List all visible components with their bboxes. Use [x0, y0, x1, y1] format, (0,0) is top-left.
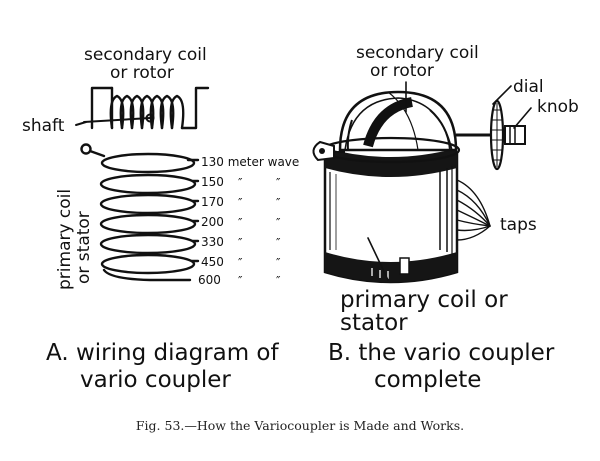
rotor-top-label: secondary coil — [356, 43, 479, 63]
figure-caption: Fig. 53.—How the Variocoupler is Made an… — [136, 418, 464, 433]
tap-value: 330 — [201, 235, 224, 249]
ditto-mark: ″ — [238, 196, 243, 210]
ditto-mark: ″ — [276, 274, 281, 288]
panel-a-title-line1: A. wiring diagram of — [46, 340, 280, 366]
ditto-mark: ″ — [276, 196, 281, 210]
tap-value: 170 — [201, 195, 224, 209]
ditto-mark: ″ — [238, 236, 243, 250]
primary-coil-drawing — [80, 143, 200, 282]
primary-coil-bottom-label: primary coil or — [340, 287, 508, 313]
shaft-label: shaft — [22, 116, 65, 136]
top-rim — [312, 136, 461, 164]
primary-coil-label: primary coil — [55, 189, 75, 290]
ditto-mark: ″ — [238, 256, 243, 270]
ditto-mark: ″ — [276, 176, 281, 190]
stator-cylinder — [323, 148, 459, 284]
pointer-lines — [367, 81, 532, 281]
shaft-line — [75, 113, 155, 126]
rotor-top-label-2: or rotor — [370, 61, 434, 81]
ditto-mark: ″ — [276, 236, 281, 250]
ditto-mark: ″ — [238, 216, 243, 230]
knob-label: knob — [537, 97, 579, 117]
stator-bottom-label: stator — [340, 310, 408, 336]
secondary-coil-label: secondary coil — [84, 45, 207, 65]
tap-leads — [456, 179, 491, 241]
ditto-marks: ″ ″ ″ ″ ″ ″ ″ ″ ″ ″ ″ ″ — [238, 176, 281, 288]
panel-b-title-line1: B. the vario coupler — [328, 340, 555, 366]
rotor-label: or rotor — [110, 63, 174, 83]
tap-value: 150 — [201, 175, 224, 189]
tap-value: 450 — [201, 255, 224, 269]
dial-label: dial — [513, 77, 544, 97]
ditto-mark: ″ — [276, 216, 281, 230]
panel-b-title-line2: complete — [374, 367, 481, 393]
tap-value: 200 — [201, 215, 224, 229]
stator-label: or stator — [74, 211, 94, 284]
dial-and-knob — [456, 99, 526, 171]
panel-a-title-line2: vario coupler — [80, 367, 231, 393]
ditto-mark: ″ — [276, 256, 281, 270]
tap-value: 600 — [198, 273, 221, 287]
ditto-mark: ″ — [238, 274, 243, 288]
wave-header-label: 130 meter wave — [201, 155, 299, 169]
vario-coupler-drawing: secondary coil or rotor dial knob taps p… — [312, 43, 579, 393]
tap-values: 150 170 200 330 450 600 — [198, 175, 224, 287]
taps-label: taps — [500, 215, 537, 235]
ditto-mark: ″ — [238, 176, 243, 190]
wiring-diagram: secondary coil or rotor shaft primary co… — [22, 45, 299, 393]
